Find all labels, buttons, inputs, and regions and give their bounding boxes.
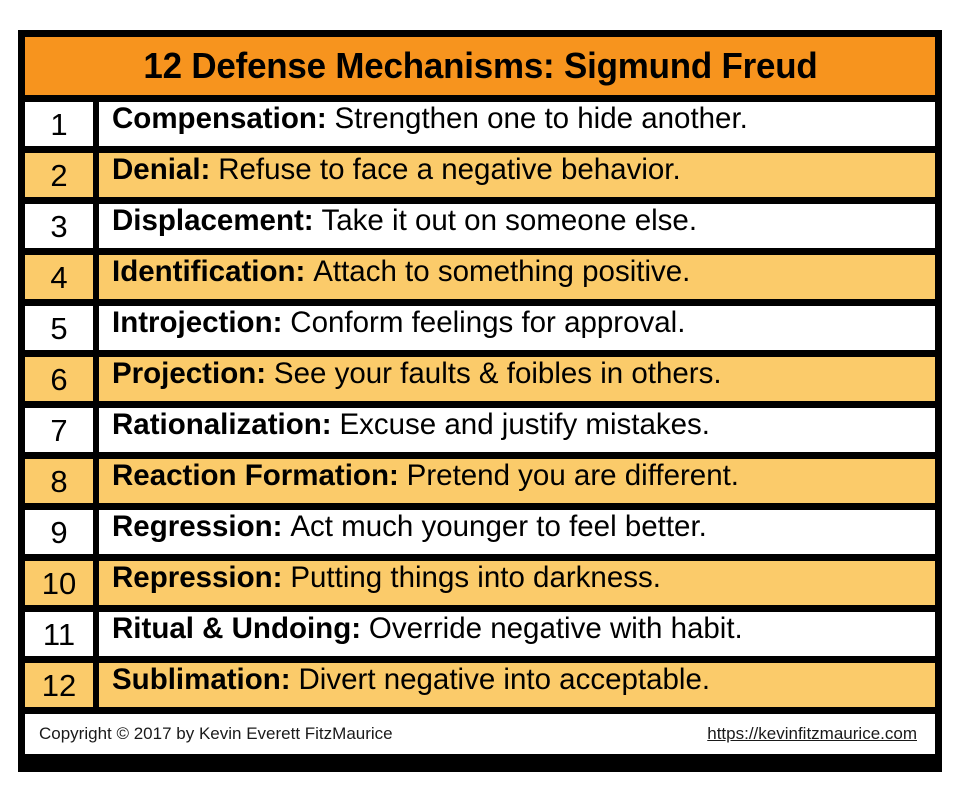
row-content: Projection:See your faults & foibles in … (99, 357, 935, 401)
table-row: 8 Reaction Formation:Pretend you are diff… (25, 459, 935, 503)
mechanism-definition: Pretend you are different. (406, 459, 740, 492)
mechanism-term: Regression: (112, 510, 283, 543)
row-content: Introjection:Conform feelings for approv… (99, 306, 935, 350)
row-number: 3 (50, 208, 68, 244)
copyright-text: Copyright © 2017 by Kevin Everett FitzMa… (39, 724, 393, 743)
table-row: 12 Sublimation:Divert negative into accep… (25, 663, 935, 707)
mechanism-term: Sublimation: (112, 663, 291, 696)
column-divider (93, 204, 99, 248)
row-number: 2 (50, 157, 68, 193)
column-divider (93, 510, 99, 554)
table-row: 6 Projection:See your faults & foibles in… (25, 357, 935, 401)
row-content: Compensation:Strengthen one to hide anot… (99, 102, 935, 146)
page-title: 12 Defense Mechanisms: Sigmund Freud (142, 45, 818, 86)
table-row: 4 Identification:Attach to something posi… (25, 255, 935, 299)
column-divider (93, 612, 99, 656)
table-row: 5 Introjection:Conform feelings for appro… (25, 306, 935, 350)
mechanism-definition: Strengthen one to hide another. (334, 102, 748, 135)
website-link[interactable]: https://kevinfitzmaurice.com (707, 724, 917, 743)
column-divider (93, 153, 99, 197)
table-row: 3 Displacement:Take it out on someone els… (25, 204, 935, 248)
mechanism-term: Repression: (112, 561, 283, 594)
row-number: 6 (50, 361, 68, 397)
row-content: Repression:Putting things into darkness. (99, 561, 935, 605)
mechanism-definition: Excuse and justify mistakes. (339, 408, 710, 441)
mechanism-term: Displacement: (112, 204, 314, 237)
mechanism-definition: Attach to something positive. (313, 255, 691, 288)
mechanism-term: Projection: (112, 357, 267, 390)
mechanism-definition: Putting things into darkness. (290, 561, 661, 594)
column-divider (93, 306, 99, 350)
mechanism-definition: Refuse to face a negative behavior. (218, 153, 681, 186)
row-content: Rationalization:Excuse and justify mista… (99, 408, 935, 452)
poster-footer: Copyright © 2017 by Kevin Everett FitzMa… (25, 714, 935, 754)
row-content: Ritual & Undoing:Override negative with … (99, 612, 935, 656)
mechanism-definition: Override negative with habit. (368, 612, 743, 645)
row-number: 4 (50, 259, 68, 295)
mechanism-term: Introjection: (112, 306, 283, 339)
mechanism-term: Compensation: (112, 102, 327, 135)
column-divider (93, 408, 99, 452)
row-number: 11 (42, 616, 76, 652)
mechanism-term: Rationalization: (112, 408, 332, 441)
mechanism-term: Identification: (112, 255, 306, 288)
row-content: Identification:Attach to something posit… (99, 255, 935, 299)
table-row: 7 Rationalization:Excuse and justify mist… (25, 408, 935, 452)
mechanism-definition: Conform feelings for approval. (290, 306, 686, 339)
mechanism-definition: See your faults & foibles in others. (273, 357, 722, 390)
mechanisms-table: 1 Compensation:Strengthen one to hide ano… (25, 102, 935, 707)
column-divider (93, 561, 99, 605)
row-content: Denial:Refuse to face a negative behavio… (99, 153, 935, 197)
column-divider (93, 102, 99, 146)
row-content: Regression:Act much younger to feel bett… (99, 510, 935, 554)
mechanism-definition: Divert negative into acceptable. (298, 663, 711, 696)
row-number: 7 (50, 412, 68, 448)
row-content: Sublimation:Divert negative into accepta… (99, 663, 935, 707)
column-divider (93, 357, 99, 401)
column-divider (93, 663, 99, 707)
row-content: Displacement:Take it out on someone else… (99, 204, 935, 248)
row-number: 10 (41, 565, 77, 601)
column-divider (93, 459, 99, 503)
row-number: 12 (41, 667, 77, 703)
row-number: 5 (50, 310, 68, 346)
mechanism-term: Reaction Formation: (112, 459, 399, 492)
table-row: 2 Denial:Refuse to face a negative behavi… (25, 153, 935, 197)
table-row: 11 Ritual & Undoing:Override negative wit… (25, 612, 935, 656)
table-row: 9 Regression:Act much younger to feel bet… (25, 510, 935, 554)
mechanism-term: Ritual & Undoing: (112, 612, 362, 645)
row-number: 8 (50, 463, 68, 499)
row-number: 1 (50, 106, 68, 142)
mechanism-definition: Act much younger to feel better. (290, 510, 707, 543)
row-content: Reaction Formation:Pretend you are diffe… (99, 459, 935, 503)
mechanism-term: Denial: (112, 153, 211, 186)
row-number: 9 (50, 514, 68, 550)
mechanism-definition: Take it out on someone else. (321, 204, 698, 237)
table-row: 10 Repression:Putting things into darknes… (25, 561, 935, 605)
poster-title-bar: 12 Defense Mechanisms: Sigmund Freud (25, 37, 935, 95)
column-divider (93, 255, 99, 299)
table-row: 1 Compensation:Strengthen one to hide ano… (25, 102, 935, 146)
